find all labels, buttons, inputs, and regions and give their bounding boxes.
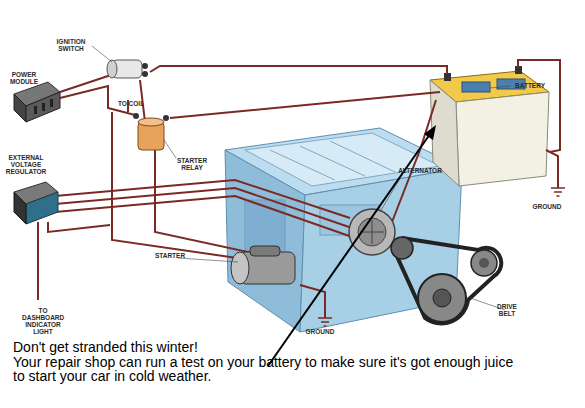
module-pin <box>34 106 37 114</box>
battery-cap <box>462 82 490 92</box>
ground-wire <box>546 150 558 188</box>
module-side <box>14 94 26 122</box>
wire <box>392 100 436 222</box>
pulley-hub <box>433 289 451 307</box>
battery-front <box>456 92 549 186</box>
wire <box>112 112 265 262</box>
voltage-regulator <box>14 182 58 224</box>
wire <box>55 196 355 238</box>
head-rib <box>330 141 395 172</box>
part-label: TO DASHBOARD INDICATOR LIGHT <box>22 307 64 335</box>
part-label: TO COIL <box>114 100 148 107</box>
headline: Don't get stranded this winter! <box>13 340 198 354</box>
ground-bar <box>557 195 560 197</box>
wire <box>518 60 560 152</box>
part-label: IGNITION SWITCH <box>50 38 92 52</box>
wiring <box>38 60 560 318</box>
starter-end <box>231 252 249 284</box>
starter-relay <box>133 113 169 150</box>
part-label: GROUND <box>527 203 567 210</box>
arrow-head <box>424 125 436 140</box>
ground-bar <box>551 187 565 189</box>
regulator-front <box>26 192 58 224</box>
leader-line <box>92 46 112 62</box>
wire <box>150 66 447 74</box>
drive-belt <box>391 237 501 323</box>
relay-terminal <box>163 115 169 121</box>
part-label: POWER MODULE <box>6 71 42 85</box>
relay-top <box>138 118 164 126</box>
pulley <box>391 237 413 259</box>
ground-symbol <box>318 188 565 326</box>
engine-side <box>225 150 305 332</box>
leader-line <box>164 140 176 158</box>
part-label: STARTER <box>150 252 190 259</box>
part-label: ALTERNATOR <box>394 167 446 174</box>
head-rib <box>270 150 335 180</box>
battery-terminal <box>444 73 451 81</box>
ground-bar <box>321 321 329 323</box>
switch-terminal <box>142 63 148 69</box>
part-label: BATTERY <box>510 82 550 89</box>
head-rib <box>300 146 365 176</box>
module-front <box>26 92 60 122</box>
leader-line <box>178 258 238 262</box>
alternator-fin <box>372 220 373 244</box>
caption-arrow <box>268 125 436 366</box>
pulley-hub <box>479 258 489 268</box>
switch-face <box>107 60 117 78</box>
starter-motor <box>231 246 295 284</box>
ground-bar <box>318 317 332 319</box>
switch-terminal <box>142 71 148 77</box>
engine-detail <box>245 200 285 255</box>
wire <box>48 222 110 232</box>
cylinder-head <box>245 133 440 186</box>
ground-bar <box>324 325 327 327</box>
regulator-side <box>14 192 26 224</box>
pulley <box>471 250 497 276</box>
part-label: STARTER RELAY <box>172 157 212 171</box>
power-module <box>14 82 60 122</box>
relay-terminal <box>133 113 139 119</box>
leader-lines <box>92 46 510 310</box>
module-pin <box>50 99 53 107</box>
wire <box>170 92 440 118</box>
part-label: EXTERNAL VOLTAGE REGULATOR <box>2 154 50 175</box>
wire <box>37 222 39 300</box>
module-pin <box>42 103 45 111</box>
leader-line <box>490 86 510 88</box>
ground-bar <box>554 191 562 193</box>
battery-illustration <box>430 66 549 186</box>
ignition-switch <box>107 60 148 78</box>
part-label: DRIVE BELT <box>492 303 522 317</box>
part-label: GROUND <box>300 328 340 335</box>
crank-pulley <box>418 274 466 322</box>
caption: Your repair shop can run a test on your … <box>13 355 518 383</box>
starter-solenoid <box>250 246 280 256</box>
